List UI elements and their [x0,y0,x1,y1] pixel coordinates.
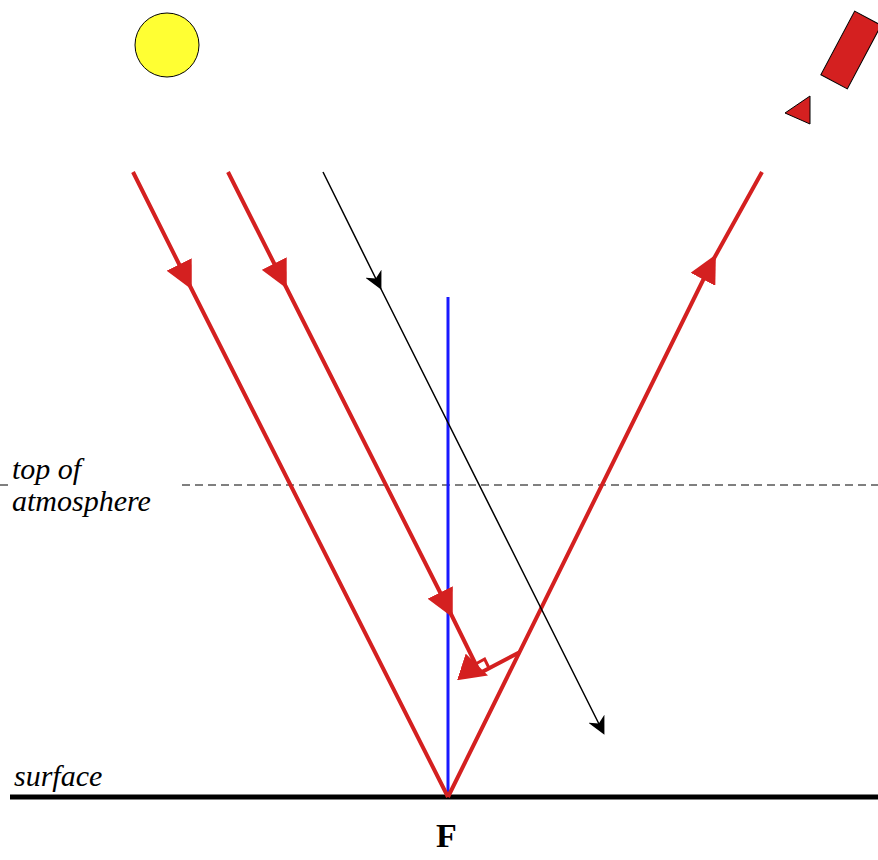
surface-label: surface [14,760,102,792]
scattered-ray [228,172,520,673]
surface-normal [447,297,450,797]
reflected-ray [448,172,762,797]
sun-symbol [135,13,199,77]
transmitted-ray [323,172,602,730]
right-angle-mark [476,659,489,668]
surface-line [10,795,878,800]
point-label: F [436,818,457,854]
boundary-label: top of atmosphere [12,453,181,517]
satellite-symbol [785,11,878,124]
